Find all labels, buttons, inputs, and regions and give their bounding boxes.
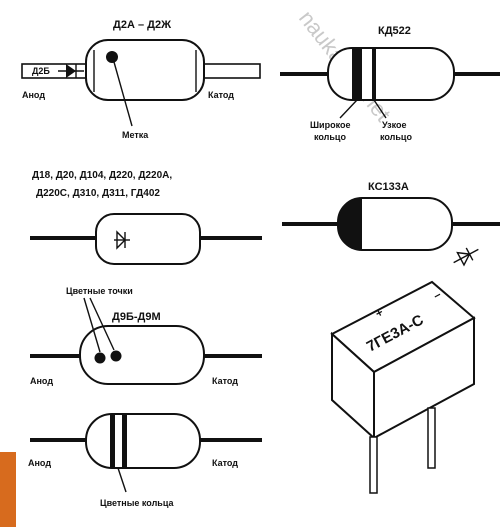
ring-body [85,413,201,469]
d9-color-dot-1 [94,352,106,364]
kd522-title: КД522 [378,25,411,37]
d9-diode: Цветные точки Д9Б-Д9М Анод Катод [30,286,262,386]
d9-anode-label: Анод [30,376,53,386]
d2-diode-symbol-icon [58,64,84,78]
d9-body [79,325,205,385]
block-component: 7ГЕ3А-С + – [330,247,479,494]
kd522-wide-ring [352,49,362,99]
d2-cathode-label: Катод [208,90,234,100]
ring-anode-label: Анод [28,458,51,468]
block-pin-right [427,407,436,469]
d2-mark-pointer [113,61,133,127]
d9-dots-pointer-1 [83,297,101,353]
group-title-line1: Д18, Д20, Д104, Д220, Д220А, [32,170,172,181]
kc133a-title: КС133А [368,181,409,193]
kd522-narrow-ring [372,49,376,99]
d2-mark-dot [106,51,118,63]
kc133a-diode: КС133А [282,181,500,251]
kd522-narrow-pointer [373,99,387,119]
ring-cathode-label: Катод [212,458,238,468]
block-pin-left [369,436,378,494]
ring-band-2 [122,415,127,467]
d2-title: Д2А – Д2Ж [113,19,171,31]
group-diode: Д18, Д20, Д104, Д220, Д220А, Д220С, Д310… [30,170,262,265]
d9-dots-pointer-2 [89,297,115,351]
ring-diode: Анод Катод Цветные кольца [28,413,262,508]
kd522-wide-pointer [339,99,358,119]
d2-anode-label: Анод [22,90,45,100]
ring-color-rings-label: Цветные кольца [100,498,174,508]
kd522-body [327,47,455,101]
kc133a-cathode-band [338,199,362,249]
d9-color-dots-label: Цветные точки [66,286,133,296]
d9-title: Д9Б-Д9М [112,311,161,323]
d9-color-dot-2 [110,350,122,362]
orange-accent-block [0,452,16,527]
d2-diode: Д2А – Д2Ж Д2Б Анод Катод Метка [21,19,261,140]
group-title-line2: Д220С, Д310, Д311, ГД402 [36,188,160,199]
ring-bands-pointer [117,467,127,493]
d2-anode-mark-label: Д2Б [32,66,50,76]
d2-body [85,39,205,101]
block-diode-symbol-icon [453,247,479,267]
d9-cathode-label: Катод [212,376,238,386]
ring-band-1 [110,415,115,467]
group-body [95,213,201,265]
d2-cathode-lead [197,63,261,79]
group-diode-symbol-icon [114,230,130,250]
d2-mark-label: Метка [122,130,149,140]
block-front-face [373,316,475,440]
